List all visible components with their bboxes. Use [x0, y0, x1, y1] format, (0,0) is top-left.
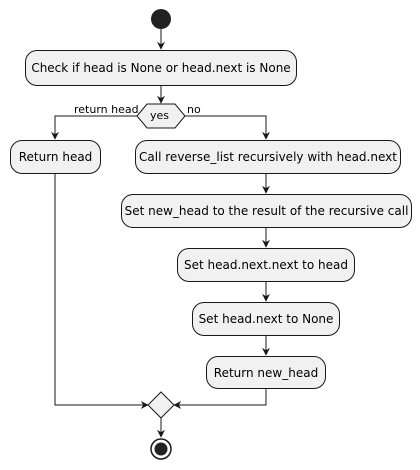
- set-new-head-node: Set new_head to the result of the recurs…: [121, 194, 412, 228]
- check-head-node: Check if head is None or head.next is No…: [25, 50, 297, 86]
- edge-label-no: no: [187, 103, 201, 116]
- set-head-next-next-node: Set head.next.next to head: [177, 248, 355, 282]
- decision-label: yes: [150, 109, 170, 122]
- edge-label-return-head: return head: [74, 103, 139, 116]
- edge-return-new-head-merge: [173, 389, 267, 409]
- edge-decision-return-head: [51, 115, 137, 140]
- set-head-next-none-node: Set head.next to None: [192, 302, 340, 336]
- call-reverse-list-node: Call reverse_list recursively with head.…: [135, 140, 401, 174]
- end-node-inner: [154, 442, 168, 456]
- start-node: [151, 9, 171, 29]
- edge-decision-call: [185, 115, 270, 140]
- return-head-node: Return head: [10, 140, 101, 174]
- return-new-head-node: Return new_head: [206, 356, 326, 389]
- edge-return-head-merge: [54, 174, 149, 409]
- merge-node: [147, 391, 175, 419]
